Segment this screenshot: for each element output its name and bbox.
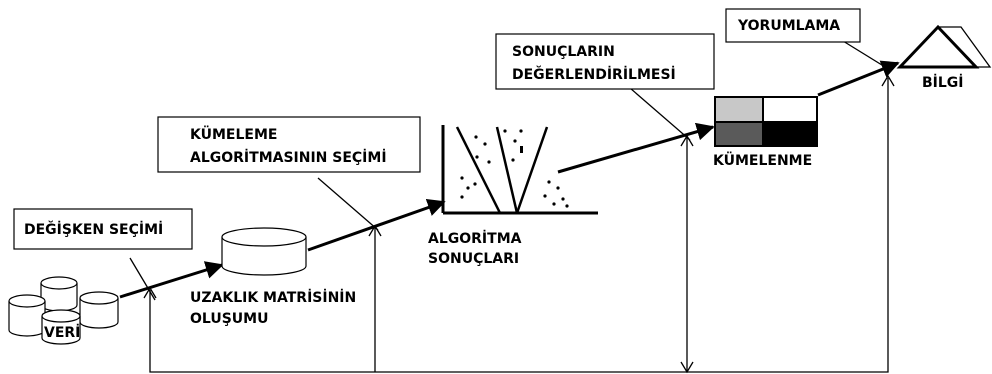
cluster-grid-icon — [714, 96, 818, 147]
cylinder-right — [79, 291, 119, 329]
yorumlama-label: YORUMLAMA — [737, 18, 840, 34]
bilgi-label: BİLGİ — [922, 74, 964, 91]
knowledge-pyramid-icon — [896, 24, 992, 69]
kumelenme-label: KÜMELENME — [713, 151, 812, 169]
flow-arrow-1 — [119, 261, 224, 299]
main-flow — [119, 60, 900, 299]
kumeleme-label-line1: KÜMELEME — [190, 125, 277, 143]
sonuclarin-label-line2: DEĞERLENDİRİLMESİ — [512, 65, 676, 83]
veri-label: VERİ — [44, 324, 80, 341]
cylinder-left — [8, 294, 46, 337]
flow-arrow-3 — [557, 122, 715, 174]
scatter-plot-icon — [441, 125, 598, 215]
degisken-secimi-box — [13, 208, 193, 250]
kumeleme-label-line2: ALGORİTMASININ SEÇİMİ — [190, 149, 387, 166]
callout-leaders — [129, 32, 891, 301]
feedback-arrow-down — [680, 361, 694, 374]
distance-matrix-cylinder-icon — [221, 227, 307, 276]
degisken-secimi-label: DEĞİŞKEN SEÇİMİ — [24, 220, 163, 238]
sonuclarin-label-line1: SONUÇLARIN — [512, 44, 615, 60]
cylinder-front — [41, 309, 81, 345]
algoritma-label-line1: ALGORİTMA — [428, 230, 522, 247]
flow-arrow-4 — [817, 60, 900, 97]
database-cylinders-icon — [8, 276, 119, 345]
flow-arrow-2 — [307, 198, 446, 252]
sonuclarin-box — [495, 33, 715, 90]
algoritma-label-line2: SONUÇLARI — [428, 251, 519, 267]
uzaklik-label-line1: UZAKLIK MATRİSİNİN — [190, 289, 356, 306]
uzaklik-label-line2: OLUŞUMU — [190, 311, 268, 327]
kumeleme-secimi-box — [157, 116, 421, 173]
yorumlama-box — [725, 8, 861, 43]
cylinder-back — [40, 276, 78, 312]
